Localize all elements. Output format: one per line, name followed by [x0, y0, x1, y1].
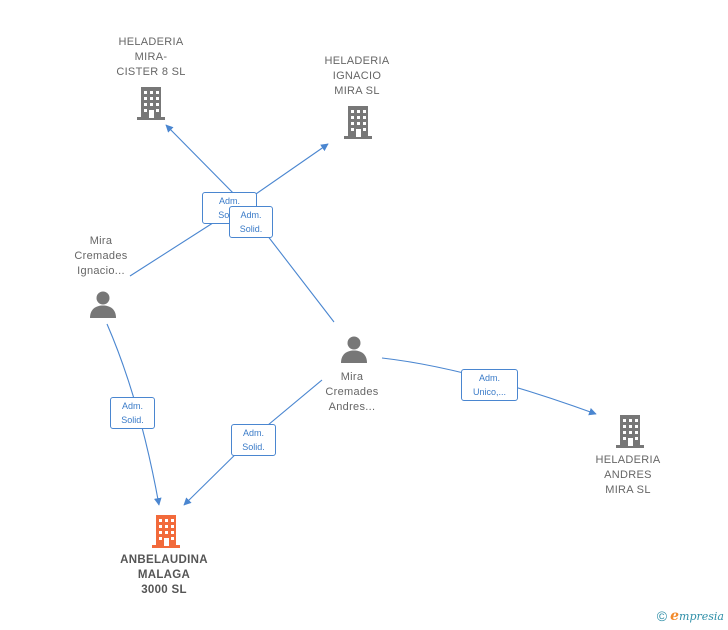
logo-text: mpresia — [679, 610, 724, 623]
building-icon — [152, 515, 180, 548]
edge-label-adm-solid: Adm. Solid. — [231, 424, 276, 456]
footer-brand: © empresia — [657, 608, 724, 624]
edge-label-adm-unico: Adm. Unico,... — [461, 369, 518, 401]
building-icon — [137, 87, 165, 120]
person-icon — [341, 336, 367, 363]
building-icon — [344, 106, 372, 139]
copyright-symbol: © — [656, 608, 668, 624]
edges-layer — [106, 124, 597, 506]
company-label-anbelaudina-malaga[interactable]: ANBELAUDINA MALAGA 3000 SL — [120, 554, 208, 596]
company-label-heladeria-ignacio-mira[interactable]: HELADERIA IGNACIO MIRA SL — [324, 55, 390, 97]
edge-label-adm-solid: Adm. Solid. — [110, 397, 155, 429]
company-label-heladeria-mira-cister[interactable]: HELADERIA MIRA- CISTER 8 SL — [116, 36, 186, 78]
person-label-mira-cremades-ignacio[interactable]: Mira Cremades Ignacio... — [74, 235, 128, 277]
building-icon — [616, 415, 644, 448]
person-icon — [90, 291, 116, 318]
logo-initial: e — [670, 608, 680, 624]
person-label-mira-cremades-andres[interactable]: Mira Cremades Andres... — [325, 371, 379, 413]
company-label-heladeria-andres-mira[interactable]: HELADERIA ANDRES MIRA SL — [595, 454, 661, 496]
empresia-logo: empresia — [670, 608, 724, 624]
edge-label-adm-solid: Adm. Solid. — [229, 206, 273, 238]
